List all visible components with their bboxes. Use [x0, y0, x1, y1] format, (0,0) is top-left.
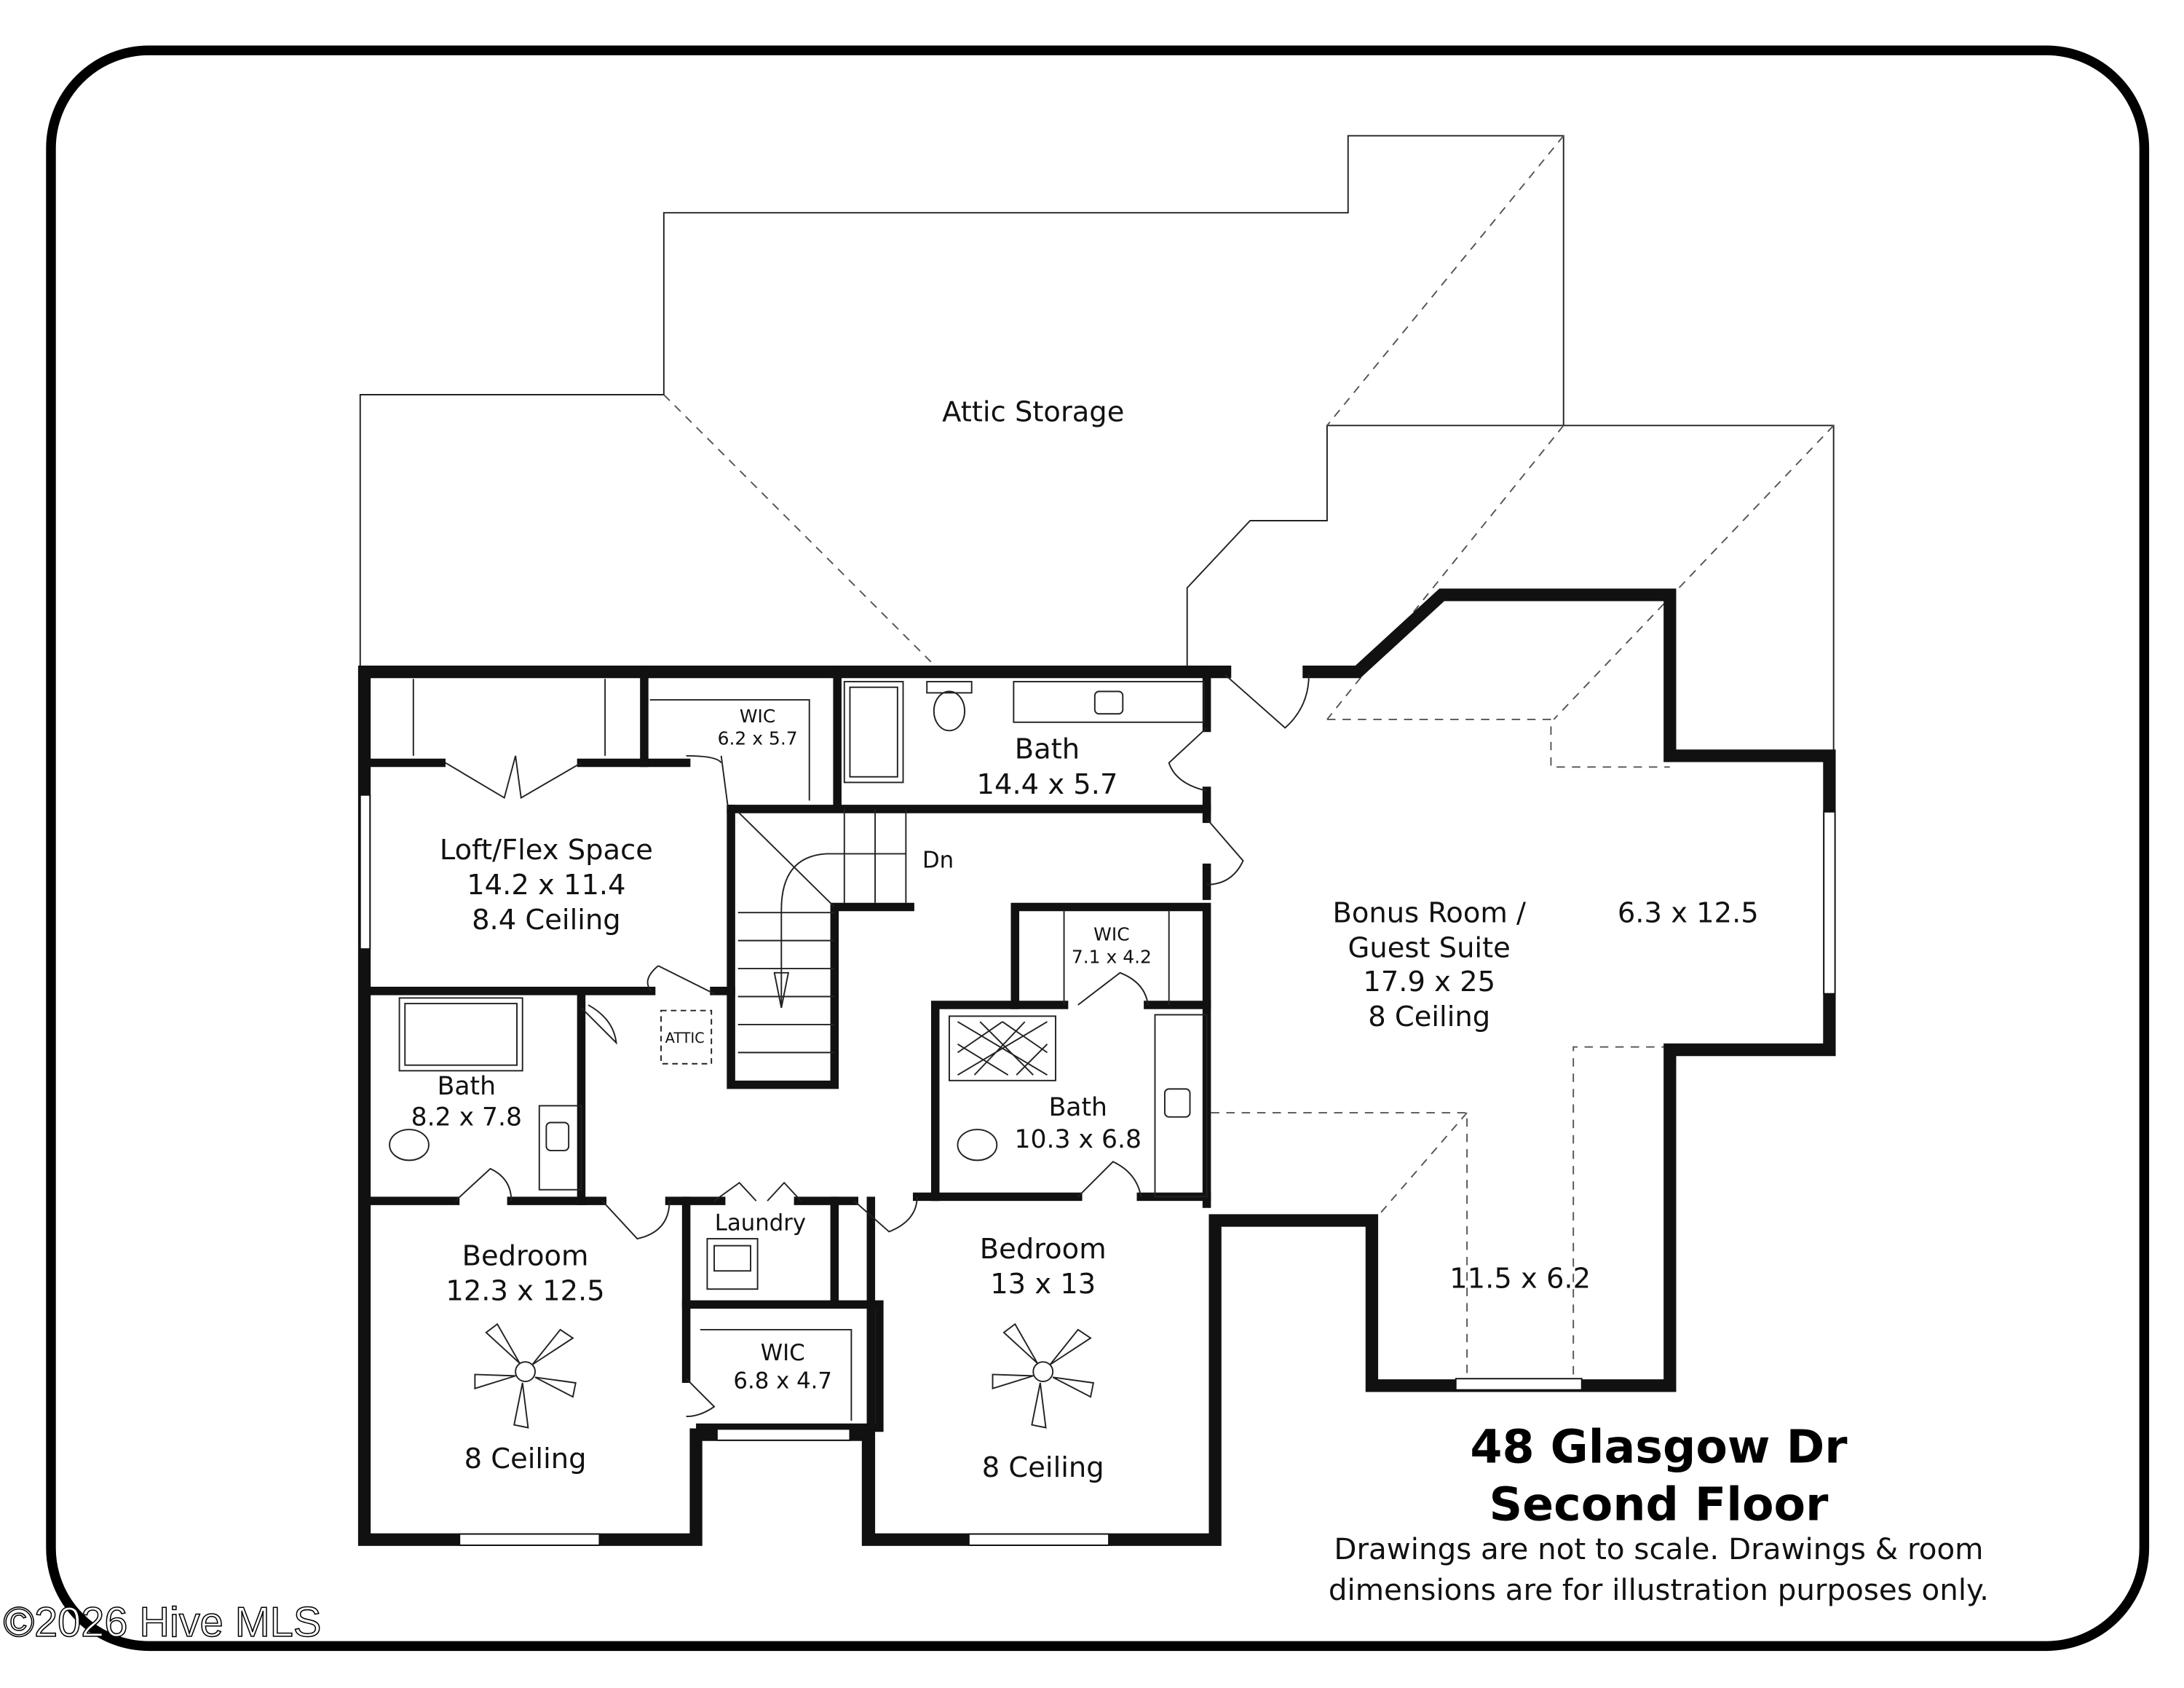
bath1-dims: 14.4 x 5.7 [977, 768, 1118, 801]
bath1-name: Bath [1015, 733, 1080, 766]
wic1-dims: 6.2 x 5.7 [718, 728, 798, 749]
bonus-name1: Bonus Room / [1332, 897, 1526, 930]
fixtures [389, 674, 1310, 1421]
wic2-dims: 7.1 x 4.2 [1072, 946, 1152, 967]
bonus-alcove1-dims: 6.3 x 12.5 [1618, 897, 1759, 930]
attic-outline [359, 135, 1835, 1383]
bedroom1-dims: 12.3 x 12.5 [446, 1275, 604, 1308]
loft-name: Loft/Flex Space [440, 834, 653, 867]
exterior-walls [357, 588, 1836, 1546]
title-floor: Second Floor [1489, 1477, 1829, 1531]
stairs-label: Dn [922, 848, 954, 874]
bath2-name: Bath [438, 1072, 496, 1101]
windows [359, 794, 1836, 1546]
bath2-dims: 8.2 x 7.8 [411, 1103, 522, 1132]
bedroom1-name: Bedroom [462, 1240, 589, 1273]
disclaimer-line1: Drawings are not to scale. Drawings & ro… [1334, 1532, 1983, 1566]
disclaimer-line2: dimensions are for illustration purposes… [1329, 1573, 1989, 1607]
bath3-name: Bath [1049, 1093, 1107, 1122]
ceiling-fan-icon [992, 1322, 1095, 1429]
wic2-name: WIC [1093, 924, 1130, 945]
bonus-name2: Guest Suite [1348, 932, 1511, 965]
ceiling-fan-icon [474, 1322, 577, 1429]
bedroom1-ceiling: 8 Ceiling [464, 1443, 587, 1475]
laundry-name: Laundry [715, 1210, 806, 1236]
loft-ceiling: 8.4 Ceiling [472, 904, 621, 936]
bedroom2-dims: 13 x 13 [990, 1268, 1096, 1301]
loft-dims: 14.2 x 11.4 [467, 869, 625, 902]
attic-access-label: ATTIC [665, 1030, 705, 1046]
bonus-dims: 17.9 x 25 [1363, 966, 1495, 998]
bonus-alcove2-dims: 11.5 x 6.2 [1449, 1262, 1591, 1295]
page-frame [46, 45, 2150, 1652]
room-attic-storage: Attic Storage [942, 396, 1124, 429]
wic3-dims: 6.8 x 4.7 [733, 1368, 832, 1395]
shower-tile [948, 1015, 1056, 1081]
bath3-dims: 10.3 x 6.8 [1015, 1125, 1142, 1154]
bonus-ceiling: 8 Ceiling [1368, 1001, 1490, 1033]
bedroom2-ceiling: 8 Ceiling [982, 1451, 1104, 1484]
stairs [737, 808, 907, 1054]
watermark: ©2026 Hive MLS [4, 1599, 322, 1646]
wic3-name: WIC [761, 1340, 805, 1366]
bedroom2-name: Bedroom [980, 1233, 1107, 1266]
title-address: 48 Glasgow Dr [1470, 1420, 1848, 1474]
wic1-name: WIC [740, 706, 776, 727]
